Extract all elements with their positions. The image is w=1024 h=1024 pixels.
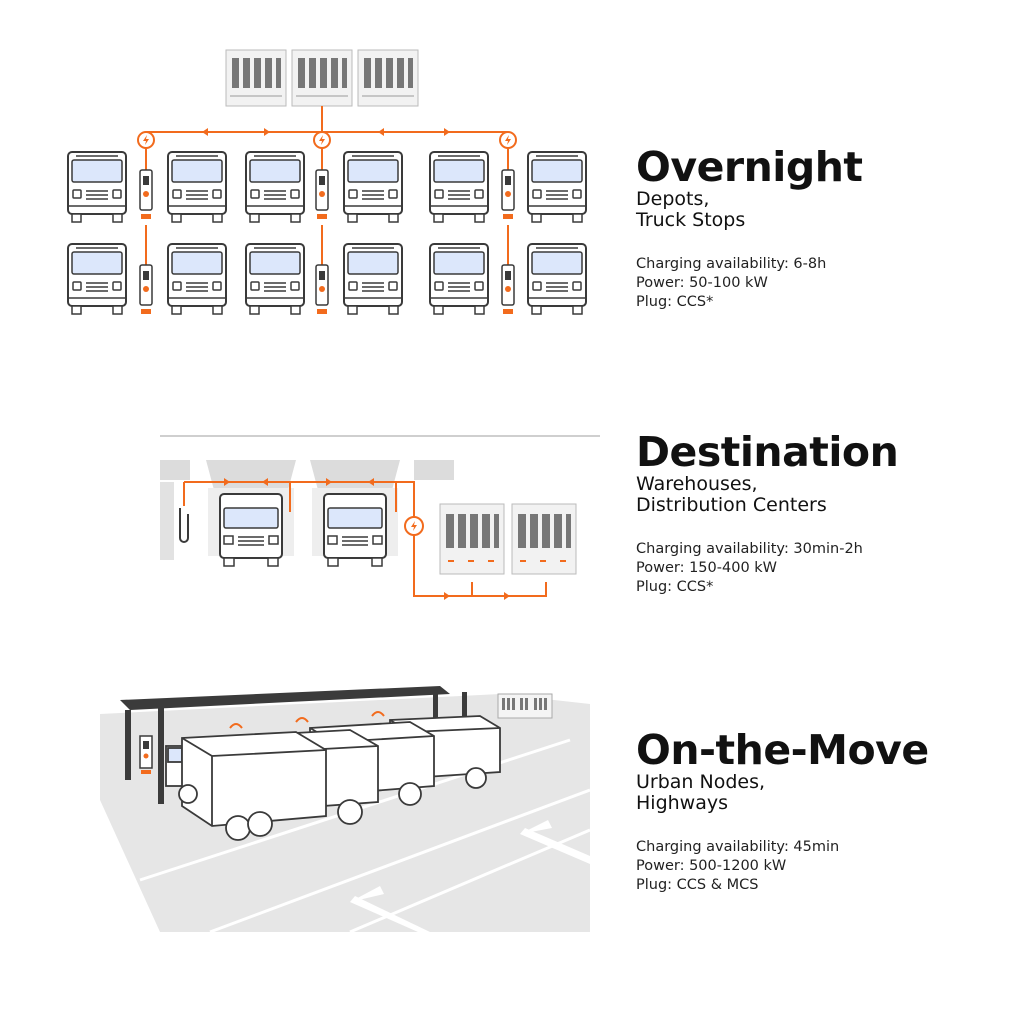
spec-list: Charging availability: 45min Power: 500-… [636,838,929,895]
arrow-icon [224,478,510,600]
lightning-icon [404,516,424,536]
section-subtitle-line: Truck Stops [636,209,746,231]
section-title: Overnight [636,143,863,191]
spec-plug: Plug: CCS & MCS [636,877,759,893]
overnight-illustration [67,49,587,315]
spec-plug: Plug: CCS* [636,294,714,310]
section-destination: Destination Warehouses, Distribution Cen… [0,420,1024,620]
spec-plug: Plug: CCS* [636,579,714,595]
spec-charging-availability: Charging availability: 6-8h [636,256,827,272]
destination-text: Destination Warehouses, Distribution Cen… [636,428,899,597]
power-line [229,711,385,729]
spec-charging-availability: Charging availability: 45min [636,839,840,855]
section-subtitle-line: Highways [636,792,728,814]
power-cabinet-icon [497,693,553,719]
spec-list: Charging availability: 6-8h Power: 50-10… [636,255,863,312]
power-cabinet-icon [439,503,577,575]
destination-illustration [160,435,600,600]
power-cabinet-icon [225,49,419,107]
section-title: Destination [636,428,899,476]
section-subtitle-line: Urban Nodes, [636,771,766,793]
on-the-move-illustration [100,686,590,934]
spec-list: Charging availability: 30min-2h Power: 1… [636,540,898,597]
spec-charging-availability: Charging availability: 30min-2h [636,541,863,557]
canopy [120,686,467,804]
spec-power: Power: 50-100 kW [636,275,768,291]
arrow-icon [350,820,590,932]
section-subtitle-line: Depots, [636,188,710,210]
section-subtitle-line: Warehouses, [636,473,758,495]
overnight-text: Overnight Depots, Truck Stops Charging a… [636,145,863,312]
power-line [183,481,547,597]
section-title: On-the-Move [636,726,929,774]
truck-icon [219,493,387,567]
charger-icon [139,735,153,774]
lightning-icon [137,131,517,149]
truck-icon [165,715,501,841]
section-subtitle-line: Distribution Centers [636,494,827,516]
section-overnight: Overnight Depots, Truck Stops Charging a… [0,0,1024,340]
section-on-the-move: On-the-Move Urban Nodes, Highways Chargi… [0,680,1024,940]
on-the-move-text: On-the-Move Urban Nodes, Highways Chargi… [636,728,929,895]
spec-power: Power: 500-1200 kW [636,858,787,874]
spec-power: Power: 150-400 kW [636,560,778,576]
arrow-icon [202,128,450,136]
